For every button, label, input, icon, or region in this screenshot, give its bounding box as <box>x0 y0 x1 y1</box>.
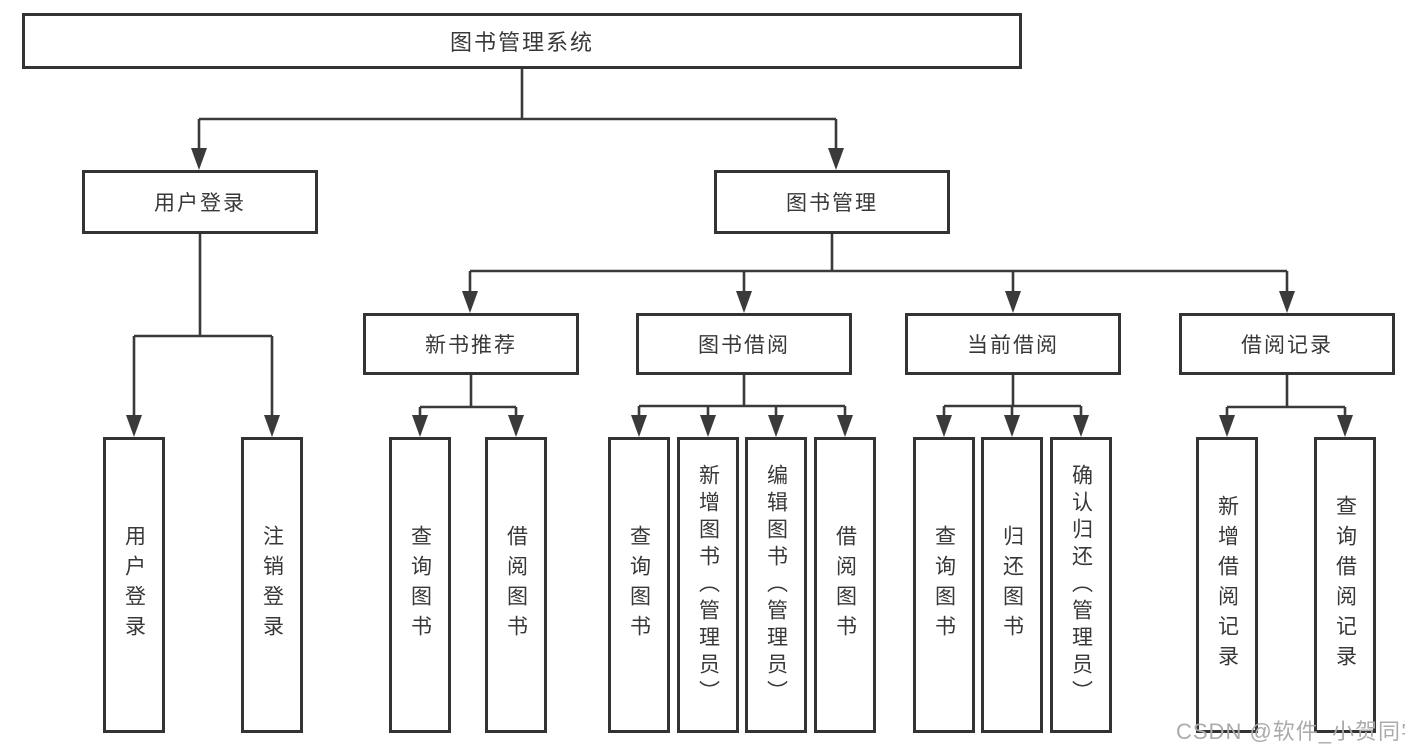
connector-borrow-records <box>1219 375 1353 437</box>
leaf-edit-book-admin: 编辑图书（管理员） <box>745 437 807 733</box>
node-book-borrow: 图书借阅 <box>636 313 852 375</box>
leaf-add-borrow-record: 新增借阅记录 <box>1196 437 1258 733</box>
connector-new-book-recommend <box>412 375 524 437</box>
leaf-confirm-return-admin: 确认归还（管理员） <box>1050 437 1112 733</box>
node-borrow-records: 借阅记录 <box>1179 313 1395 375</box>
leaf-borrow-books-recommend: 借阅图书 <box>485 437 547 733</box>
leaf-borrow-books: 借阅图书 <box>814 437 876 733</box>
csdn-watermark: CSDN @软件_小贺同学 <box>1176 719 1405 744</box>
leaf-add-book-admin: 新增图书（管理员） <box>677 437 739 733</box>
connector-root <box>191 68 844 170</box>
node-book-management: 图书管理 <box>714 170 950 234</box>
node-new-book-recommend: 新书推荐 <box>363 313 579 375</box>
node-root: 图书管理系统 <box>22 13 1022 69</box>
connector-book-borrow <box>631 375 853 437</box>
connector-book-management <box>462 234 1295 313</box>
leaf-query-books-current: 查询图书 <box>913 437 975 733</box>
leaf-query-books-recommend: 查询图书 <box>389 437 451 733</box>
node-user-login: 用户登录 <box>82 170 318 234</box>
leaf-return-book: 归还图书 <box>981 437 1043 733</box>
node-current-borrow: 当前借阅 <box>905 313 1121 375</box>
connector-current-borrow <box>936 375 1089 437</box>
leaf-query-borrow-record: 查询借阅记录 <box>1314 437 1376 733</box>
leaf-user-login: 用户登录 <box>103 437 165 733</box>
connector-user-login <box>126 234 280 437</box>
leaf-logout: 注销登录 <box>241 437 303 733</box>
leaf-query-books-borrow: 查询图书 <box>608 437 670 733</box>
